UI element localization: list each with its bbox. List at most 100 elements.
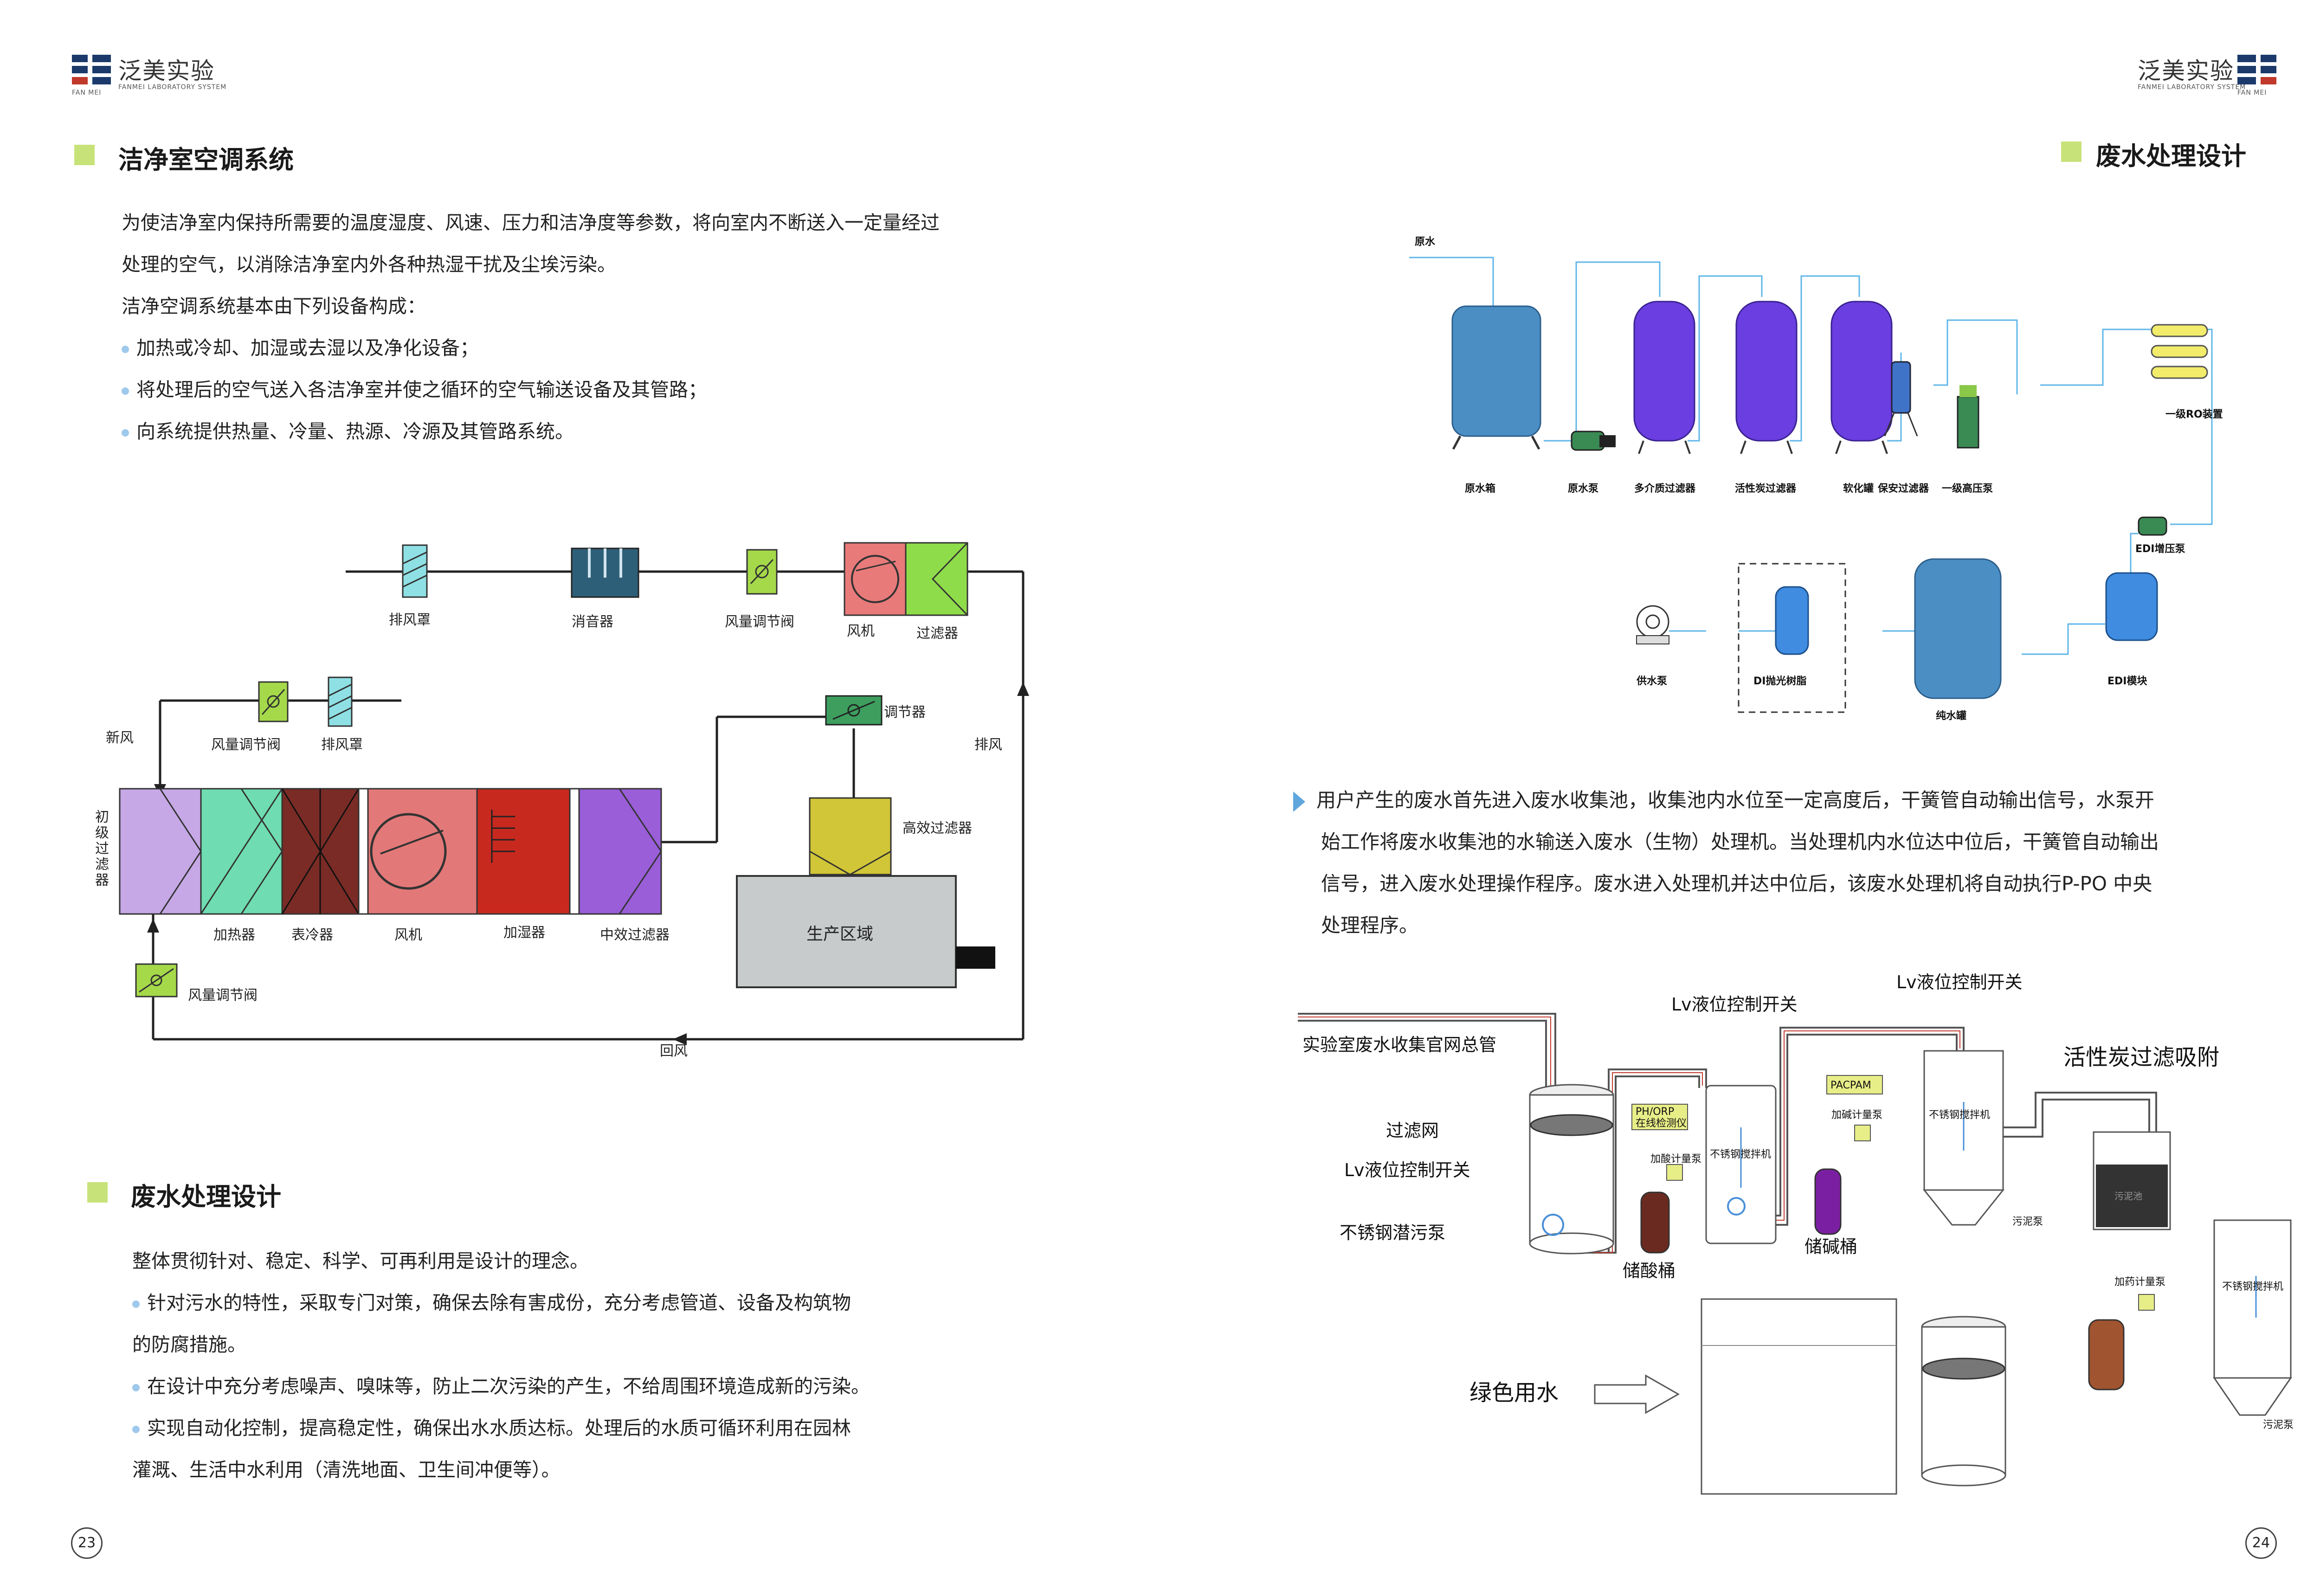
ww-line1: 整体贯彻针对、稳定、科学、可再利用是设计的理念。 (132, 1250, 589, 1272)
label-alkali-tank: 储碱桶 (1804, 1236, 1857, 1257)
label-exhaust-hood-2: 排风罩 (321, 737, 363, 753)
label-pacpam: PACPAM (1830, 1080, 1871, 1091)
label-screen: 过滤网 (1386, 1120, 1439, 1141)
bullet-text: 在设计中充分考虑噪声、嗅味等，防止二次污染的产生，不给周围环境造成新的污染。 (147, 1375, 870, 1397)
wastewater-description: 整体贯彻针对、稳定、科学、可再利用是设计的理念。 针对污水的特性，采取专门对策，… (132, 1240, 1083, 1491)
bullet-dot-icon (132, 1300, 140, 1308)
bullet-text: 向系统提供热量、冷量、热源、冷源及其管路系统。 (136, 420, 574, 443)
brand-mark: FAN MEI (72, 89, 102, 97)
label-raw-pump: 原水泵 (1568, 483, 1598, 495)
label-fresh-air: 新风 (106, 730, 134, 746)
wastewater-process-text: 用户产生的废水首先进入废水收集池，收集池内水位至一定高度后，干簧管自动输出信号，… (1293, 779, 2295, 946)
label-production-area: 生产区域 (806, 925, 873, 944)
label-muffler: 消音器 (572, 614, 613, 630)
label-sludge-pump-1: 污泥泵 (2012, 1216, 2043, 1228)
brand-subtitle: FANMEI LABORATORY SYSTEM (118, 84, 227, 91)
bullet-dot-icon (122, 346, 129, 353)
label-lv-switch-1: Lv液位控制开关 (1671, 994, 1798, 1015)
label-fan-2: 风机 (394, 927, 422, 943)
label-heater: 加热器 (213, 927, 255, 943)
label-damper-3: 风量调节阀 (188, 987, 258, 1004)
label-cooler: 表冷器 (291, 927, 333, 943)
desc-line: 处理程序。 (1321, 914, 1419, 937)
label-di-resin: DI抛光树脂 (1753, 675, 1806, 687)
label-hepa: 高效过滤器 (902, 820, 972, 837)
bullet-text-cont: 的防腐措施。 (132, 1333, 246, 1356)
section-marker (74, 145, 95, 165)
desc-line: 用户产生的废水首先进入废水收集池，收集池内水位至一定高度后，干簧管自动输出信号，… (1293, 779, 2295, 821)
label-softener: 软化罐 (1843, 483, 1874, 495)
bullet-item: 在设计中充分考虑噪声、嗅味等，防止二次污染的产生，不给周围环境造成新的污染。 (132, 1365, 1083, 1407)
play-arrow-icon (1293, 791, 1305, 812)
page-number: 24 (2245, 1527, 2277, 1559)
label-exhaust: 排风 (974, 737, 1002, 753)
label-carbon-filter: 活性炭过滤器 (1735, 483, 1797, 495)
label-ph-orp: PH/ORP (1636, 1106, 1674, 1118)
label-damper-2: 风量调节阀 (211, 737, 281, 753)
section-title-hvac: 洁净室空调系统 (118, 145, 294, 174)
bullet-text: 将处理后的空气送入各洁净室并使之循环的空气输送设备及其管路； (136, 379, 707, 401)
bullet-dot-icon (132, 1426, 140, 1433)
bullet-text-cont: 灌溉、生活中水利用（清洗地面、卫生间冲便等）。 (132, 1459, 561, 1481)
label-medium-filter: 中效过滤器 (600, 927, 670, 943)
label-main-pipe: 实验室废水收集官网总管 (1302, 1035, 1496, 1055)
label-ph-meter: 在线检测仪 (1636, 1118, 1687, 1129)
label-filter: 过滤器 (916, 625, 958, 642)
brand-subtitle: FANMEI LABORATORY SYSTEM (2138, 84, 2246, 91)
desc-line-text: 用户产生的废水首先进入废水收集池，收集池内水位至一定高度后，干簧管自动输出信号，… (1316, 789, 2155, 811)
brand-name: 泛美实验 (118, 58, 215, 84)
label-security-filter: 保安过滤器 (1877, 483, 1929, 495)
label-ro-unit: 一级RO装置 (2165, 408, 2223, 420)
bullet-item: 将处理后的空气送入各洁净室并使之循环的空气输送设备及其管路； (122, 369, 1073, 411)
right-page: 泛美实验 FANMEI LABORATORY SYSTEM FAN MEI 废水… (1168, 0, 2320, 1596)
wastewater-diagram: Lv液位控制开关 Lv液位控制开关 实验室废水收集官网总管 过滤网 Lv液位控制… (1298, 972, 2294, 1495)
bullet-text: 实现自动化控制，提高稳定性，确保出水水质达标。处理后的水质可循环利用在园林 (147, 1417, 851, 1439)
label-mixer-1: 不锈钢搅拌机 (1710, 1149, 1771, 1160)
label-lv-switch-3: Lv液位控制开关 (1344, 1160, 1470, 1180)
section-title-wastewater: 废水处理设计 (131, 1182, 281, 1211)
desc-line: 信号，进入废水处理操作程序。废水进入处理机并达中位后，该废水处理机将自动执行P-… (1321, 872, 2152, 895)
label-raw-water: 原水 (1415, 236, 1436, 248)
bullet-dot-icon (122, 387, 129, 395)
label-edi-pump: EDI增压泵 (2135, 543, 2185, 555)
section-marker (87, 1182, 108, 1203)
hvac-para-line1: 为使洁净室内保持所需要的温度湿度、风速、压力和洁净度等参数，将向室内不断送入一定… (122, 212, 940, 234)
hvac-para-line3: 洁净空调系统基本由下列设备构成： (122, 295, 426, 317)
label-sludge-tank: 污泥池 (2114, 1191, 2142, 1202)
label-primary-filter: 初级过滤器 (95, 809, 109, 888)
label-fan: 风机 (847, 623, 875, 639)
label-green-water: 绿色用水 (1469, 1380, 1559, 1406)
label-damper: 风量调节阀 (725, 614, 794, 630)
left-page: 泛美实验 FAN MEI FANMEI LABORATORY SYSTEM 洁净… (71, 55, 1083, 1559)
label-acid-dosing: 加酸计量泵 (1650, 1153, 1701, 1165)
label-return-air: 回风 (660, 1043, 688, 1059)
desc-line: 始工作将废水收集池的水输送入废水（生物）处理机。当处理机内水位达中位后，干簧管自… (1321, 830, 2159, 853)
bullet-item: 加热或冷却、加湿或去湿以及净化设备； (122, 327, 1073, 369)
pure-water-diagram: 原水 原水箱 原水泵 多介质过滤器 活性炭过滤器 软化罐 保安过滤器 一级高压泵… (1409, 236, 2223, 722)
brand-logo-icon (2237, 55, 2276, 84)
bullet-item: 实现自动化控制，提高稳定性，确保出水水质达标。处理后的水质可循环利用在园林 (132, 1407, 1083, 1449)
label-mixer-2: 不锈钢搅拌机 (1929, 1109, 1990, 1121)
label-lv-switch-2: Lv液位控制开关 (1896, 972, 2023, 992)
page-number: 23 (71, 1527, 103, 1559)
bullet-item: 向系统提供热量、冷量、热源、冷源及其管路系统。 (122, 411, 1073, 452)
label-exhaust-hood: 排风罩 (389, 612, 431, 628)
label-raw-tank: 原水箱 (1465, 483, 1495, 495)
label-supply-pump: 供水泵 (1636, 675, 1667, 687)
label-submersible-pump: 不锈钢潜污泵 (1340, 1223, 1445, 1243)
brand-name: 泛美实验 (2138, 58, 2234, 84)
label-multi-filter: 多介质过滤器 (1634, 483, 1696, 495)
hvac-para-line2: 处理的空气，以消除洁净室内外各种热湿干扰及尘埃污染。 (122, 253, 616, 276)
label-edi-module: EDI模块 (2107, 676, 2147, 687)
bullet-item: 针对污水的特性，采取专门对策，确保去除有害成份，充分考虑管道、设备及构筑物 (132, 1282, 1083, 1324)
label-dosing-pump: 加药计量泵 (2114, 1276, 2165, 1288)
label-mixer-3: 不锈钢搅拌机 (2222, 1281, 2283, 1293)
brand-mark: FAN MEI (2237, 89, 2267, 97)
section-marker (2061, 142, 2082, 162)
section-title: 废水处理设计 (2096, 142, 2246, 171)
label-alkali-dosing: 加碱计量泵 (1831, 1109, 1882, 1121)
label-hp-pump: 一级高压泵 (1942, 483, 1993, 495)
bullet-dot-icon (122, 429, 129, 437)
label-regulator: 调节器 (884, 704, 926, 721)
bullet-dot-icon (132, 1384, 140, 1391)
